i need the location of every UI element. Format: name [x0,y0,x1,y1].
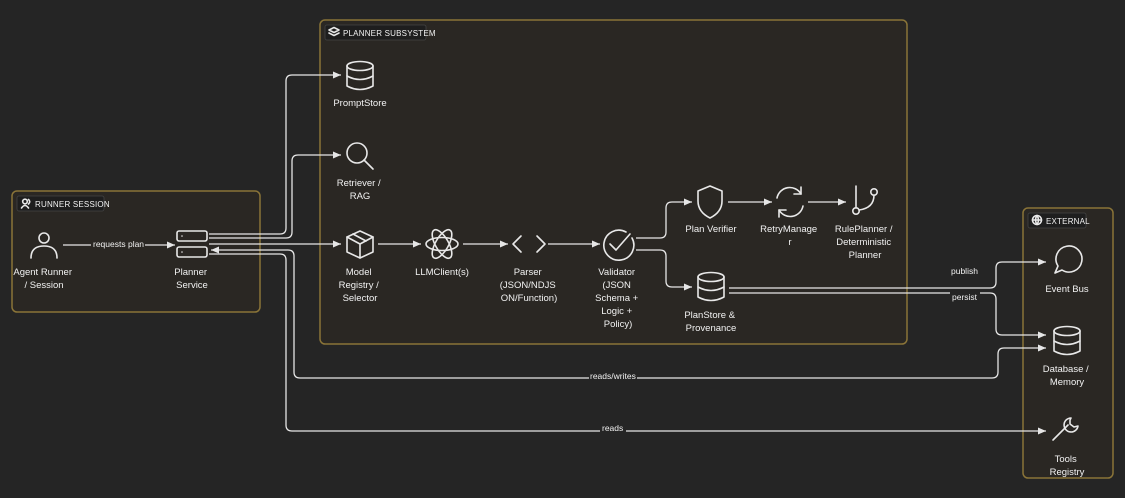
edge-label-reads: reads [602,423,623,433]
edge-label-requests-plan: requests plan [93,239,144,249]
edge-to-promptstore [209,71,341,235]
edge-label-bg [91,239,145,250]
node-parser[interactable]: Parser (JSON/NDJS ON/Function) [500,235,559,304]
runner-session-label: RUNNER SESSION [35,200,110,209]
database-icon [697,271,725,302]
external-group: EXTERNAL [1022,207,1114,479]
box-icon [346,230,374,259]
node-event-bus[interactable]: Event Bus [1045,245,1089,295]
node-plan-verifier[interactable]: Plan Verifier [685,185,737,235]
edge-label-persist: persist [952,292,978,302]
runner-session-group: RUNNER SESSION [11,190,261,313]
database-label: Database / Memory [1043,364,1092,388]
node-database[interactable]: Database / Memory [1043,325,1092,389]
llm-client-label: LLMClient(s) [415,267,469,278]
node-retriever[interactable]: Retriever / RAG [337,142,383,202]
node-planner-service[interactable]: Planner Service [174,230,209,291]
node-tools-registry[interactable]: Tools Registry [1050,417,1085,478]
planner-subsystem-label: PLANNER SUBSYSTEM [343,29,436,38]
edge-validator-to-verifier [636,198,692,239]
planstore-label: PlanStore & Provenance [684,310,737,334]
edge-to-retriever [209,151,341,239]
plan-verifier-label: Plan Verifier [685,224,736,235]
refresh-icon [776,186,804,218]
users-icon [20,198,31,209]
node-rule-planner[interactable]: RulePlanner / Deterministic Planner [835,185,895,261]
parser-label: Parser (JSON/NDJS ON/Function) [500,267,559,304]
edge-reads [209,253,1046,435]
git-branch-icon [851,185,878,216]
search-icon [346,142,374,170]
database-icon [346,60,374,91]
node-retry-manager[interactable]: RetryManage r [760,186,820,248]
external-label: EXTERNAL [1046,217,1090,226]
globe-icon [1031,214,1043,226]
node-planstore[interactable]: PlanStore & Provenance [684,271,737,335]
code-brackets-icon [512,235,546,253]
database-icon [1053,325,1081,356]
agent-runner-label: Agent Runner / Session [13,267,74,291]
message-circle-icon [1054,245,1083,274]
edge-label-reads-writes: reads/writes [590,371,636,381]
validator-label: Validator (JSON Schema + Logic + Policy) [595,267,641,330]
promptstore-label: PromptStore [333,98,386,109]
event-bus-label: Event Bus [1045,284,1089,295]
layers-icon [328,26,340,37]
ai-knot-icon [425,228,459,260]
server-icon [176,230,208,258]
planner-service-label: Planner Service [174,267,209,291]
model-registry-label: Model Registry / Selector [339,267,382,304]
edges: requests plan publish persist reads/writ… [63,71,1046,435]
shield-icon [697,185,723,219]
tools-registry-label: Tools Registry [1050,454,1085,478]
node-llm-client[interactable]: LLMClient(s) [415,227,469,278]
retriever-label: Retriever / RAG [337,178,383,202]
user-icon [30,232,58,259]
rule-planner-label: RulePlanner / Deterministic Planner [835,224,895,261]
node-validator[interactable]: Validator (JSON Schema + Logic + Policy) [595,229,641,330]
node-promptstore[interactable]: PromptStore [333,60,387,110]
edge-reads-writes [211,246,1046,379]
node-agent-runner[interactable]: Agent Runner / Session [13,232,74,291]
node-model-registry[interactable]: Model Registry / Selector [339,230,382,304]
edge-label-publish: publish [951,266,978,276]
wrench-icon [1052,417,1079,441]
check-circle-icon [603,229,635,261]
retry-manager-label: RetryManage r [760,224,820,248]
